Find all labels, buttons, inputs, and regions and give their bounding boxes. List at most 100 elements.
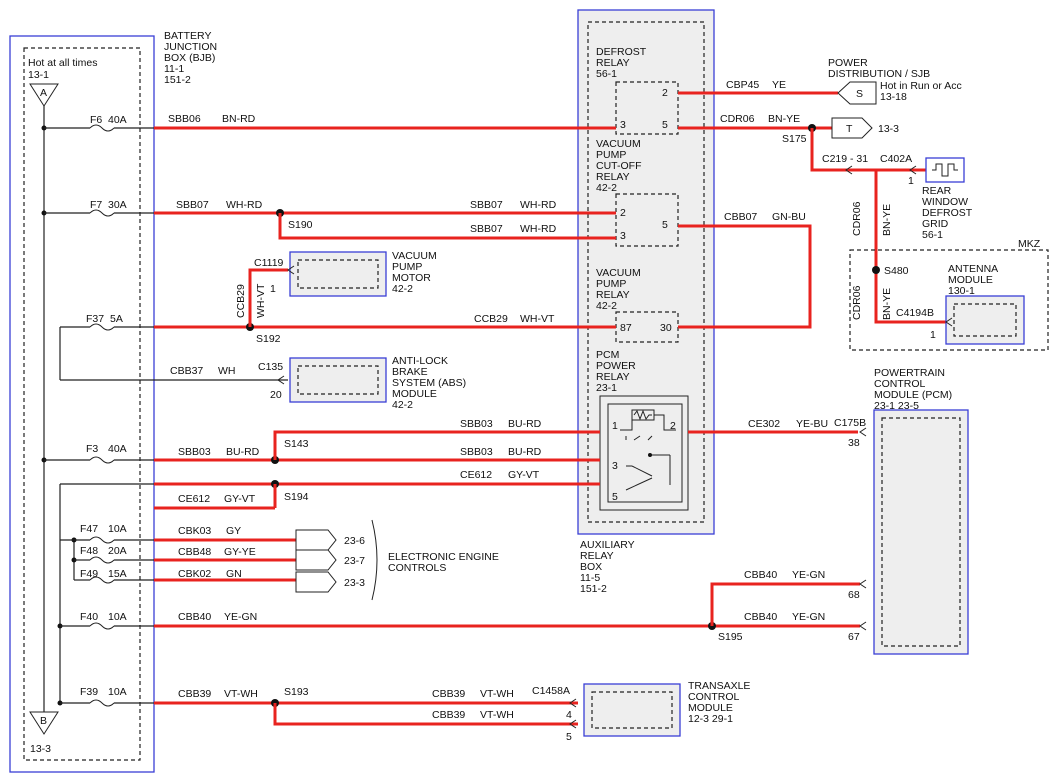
wire-circuit-label: CE612 <box>178 493 210 505</box>
component-label: 12-3 29-1 <box>688 713 733 725</box>
splice-label: S143 <box>284 438 309 450</box>
component-label: ANTENNA <box>948 263 998 275</box>
region-label: MKZ <box>1018 238 1041 250</box>
fuse-id: F39 <box>80 686 98 698</box>
fuse-row-f37: F37 5A <box>60 313 154 381</box>
wire-circuit-label: CCB29 <box>474 313 508 325</box>
wire-cbb40-branch <box>710 582 860 626</box>
fuse-id: F47 <box>80 523 98 535</box>
pin-label: 1 <box>908 175 914 187</box>
pin-label: 67 <box>848 631 860 643</box>
relay-label: PUMP <box>596 278 626 290</box>
wire-color-label: BU-RD <box>508 446 542 458</box>
component-label: GRID <box>922 218 949 230</box>
connector-b-label: B <box>40 715 47 727</box>
component-label: DISTRIBUTION / SJB <box>828 68 930 80</box>
wire-circuit-label: SBB03 <box>460 446 493 458</box>
wire-color-label: VT-WH <box>480 688 514 700</box>
relay-label: DEFROST <box>596 46 647 58</box>
relay-pin: 5 <box>612 491 618 503</box>
relay-pin: 2 <box>662 87 668 99</box>
wire-circuit-label: CBP45 <box>726 79 759 91</box>
fuse-row-f40: F40 10A <box>57 611 154 630</box>
wire-color-vertical: BN-YE <box>881 288 893 320</box>
wire-color-label: WH-VT <box>520 313 555 325</box>
bjb-title-line: 11-1 <box>164 63 184 75</box>
wire-circuit-label: CBB40 <box>744 611 777 623</box>
connector-label: C1458A <box>532 685 570 697</box>
wire-circuit-label: CBK02 <box>178 568 211 580</box>
relay-label: RELAY <box>596 57 630 69</box>
component-label: TRANSAXLE <box>688 680 750 692</box>
wire-circuit-label: CDR06 <box>720 113 755 125</box>
aux-label-line: 11-5 <box>580 572 600 584</box>
aux-relay-box <box>577 9 715 535</box>
aux-label-line: 151-2 <box>580 583 607 595</box>
hot-label: Hot at all times <box>28 57 97 69</box>
component-label: CONTROL <box>688 691 739 703</box>
aux-label-line: RELAY <box>580 550 614 562</box>
aux-label-line: AUXILIARY <box>580 539 635 551</box>
wire-color-label: YE-BU <box>796 418 828 430</box>
wire-color-label: WH <box>218 365 236 377</box>
component-label: 130-1 <box>948 285 975 297</box>
component-label: 23-1 23-5 <box>874 400 919 412</box>
wire-color-label: VT-WH <box>224 688 258 700</box>
relay-pin: 1 <box>612 420 618 432</box>
defrost-relay: DEFROST RELAY 56-1 2 3 5 <box>596 46 679 135</box>
fuse-icon <box>89 699 115 707</box>
component-label: SYSTEM (ABS) <box>392 377 466 389</box>
relay-pin: 2 <box>620 207 626 219</box>
splice-label: S175 <box>782 133 807 145</box>
wire-cbb07 <box>678 224 812 329</box>
ref-label: 13-3 <box>878 123 899 135</box>
wire-circuit-label: CE302 <box>748 418 780 430</box>
connector-label: S <box>856 88 863 100</box>
wire-circuit-label: SBB07 <box>176 199 209 211</box>
relay-label: RELAY <box>596 371 630 383</box>
splice-label: S192 <box>256 333 281 345</box>
fuse-rating: 30A <box>108 199 127 211</box>
t-ref: T 13-3 <box>831 117 899 139</box>
fuse-id: F40 <box>80 611 98 623</box>
fuse-rating: 40A <box>108 114 127 126</box>
eec-connectors: 23-6 23-7 23-3 ELECTRONIC ENGINE CONTROL… <box>295 519 499 601</box>
fuse-row-f47: F47 10A <box>60 523 154 544</box>
relay-pin: 87 <box>620 322 632 334</box>
pin-label: 1 <box>270 283 276 295</box>
relay-pin: 3 <box>612 460 618 472</box>
wire-circuit-label: CBB37 <box>170 365 203 377</box>
wire-circuit-vertical: CDR06 <box>851 285 863 320</box>
relay-label: 42-2 <box>596 300 617 312</box>
pin-label: 68 <box>848 589 860 601</box>
defrost-grid-icon <box>932 163 958 177</box>
bjb-title-line: BATTERY <box>164 30 211 42</box>
wire-circuit-label: SBB03 <box>178 446 211 458</box>
relay-label: RELAY <box>596 289 630 301</box>
splice-s480 <box>872 266 880 274</box>
connector-s-icon <box>837 81 877 105</box>
component-label: BRAKE <box>392 366 428 378</box>
relay-box <box>599 395 689 511</box>
pin-label: 1 <box>930 329 936 341</box>
connector-t-icon <box>831 117 873 139</box>
component-label: POWER <box>828 57 868 69</box>
wire-color-label: WH-RD <box>520 199 557 211</box>
wire-color-label: YE-GN <box>792 569 825 581</box>
fuse-rating: 5A <box>110 313 123 325</box>
fuse-icon <box>89 576 115 584</box>
wire-ccb29-branch <box>248 268 288 327</box>
wire-circuit-label: CE612 <box>460 469 492 481</box>
bjb-inner-box <box>23 47 141 761</box>
wire-circuit-label: CBB40 <box>744 569 777 581</box>
relay-label: 23-1 <box>596 382 617 394</box>
vacuum-pump-motor: C1119 1 VACUUM PUMP MOTOR 42-2 <box>254 250 437 297</box>
splice-label: S194 <box>284 491 309 503</box>
wire-color-label: YE <box>772 79 786 91</box>
pin-label: 4 <box>566 709 572 721</box>
wire-circuit-label: CBK03 <box>178 525 211 537</box>
fuse-icon <box>89 456 115 464</box>
ref-label: 23-7 <box>344 555 365 567</box>
connector-a-label: A <box>40 87 47 99</box>
